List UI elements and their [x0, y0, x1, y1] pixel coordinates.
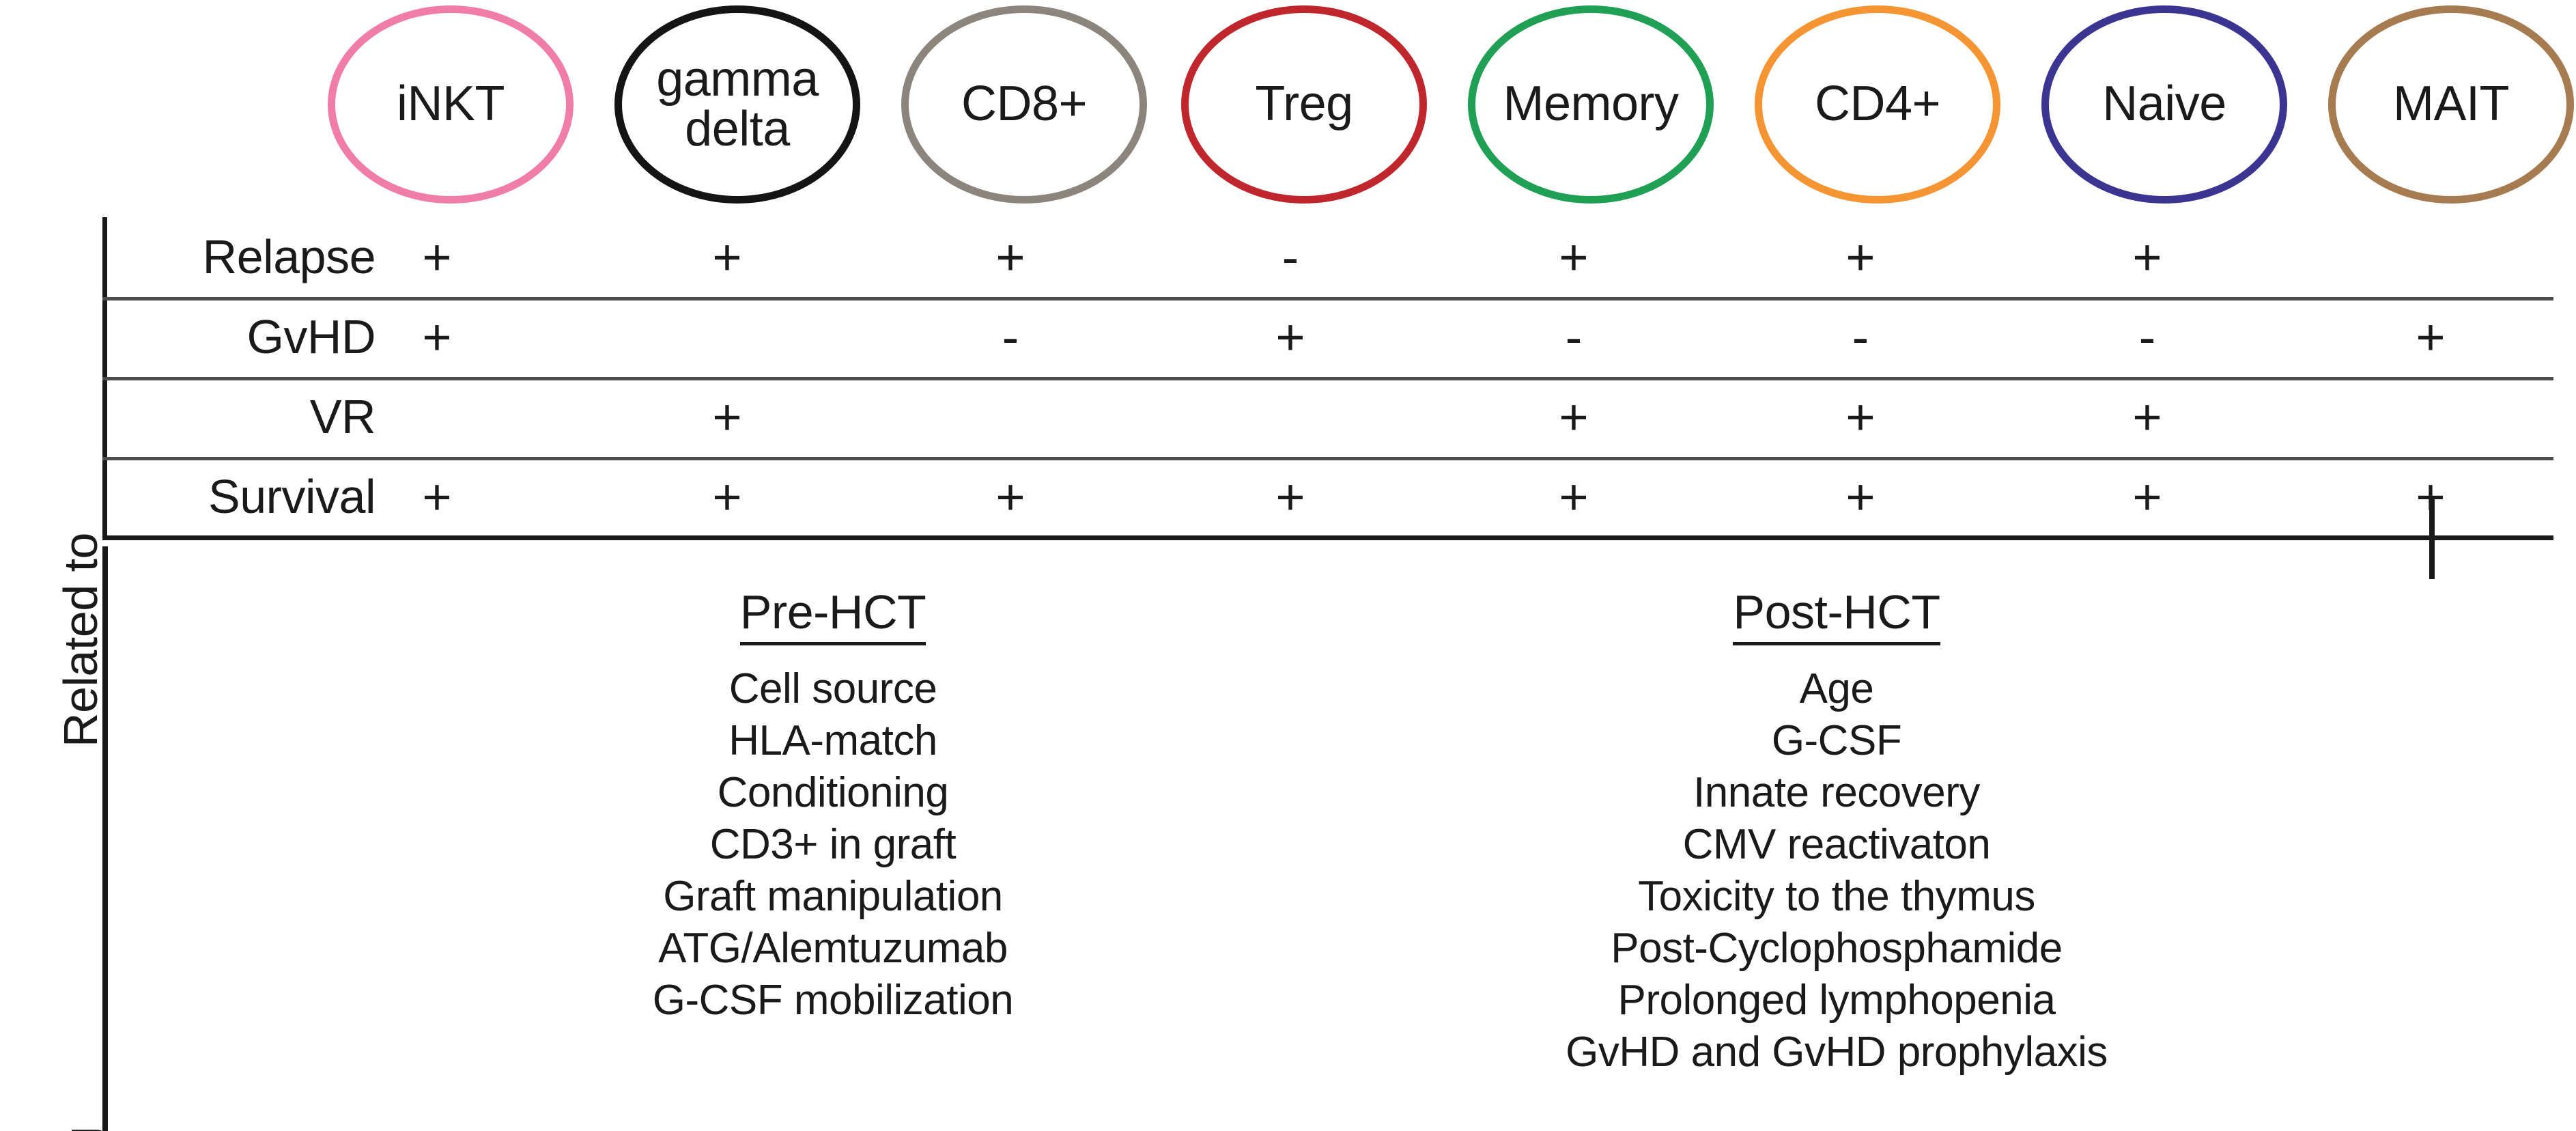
factor-item: G-CSF	[1771, 717, 1902, 764]
table-row-label: Relapse	[202, 230, 376, 283]
table-row: VR + + + +	[102, 377, 2553, 457]
factor-item: G-CSF mobilization	[652, 977, 1014, 1024]
factor-item: CD3+ in graft	[709, 821, 957, 868]
table-cell-mark: +	[712, 389, 742, 445]
table-cell-mark: +	[422, 229, 452, 285]
table-cell-mark: +	[2132, 389, 2162, 445]
table-row-divider	[102, 377, 2553, 380]
table-cell-mark: +	[1275, 309, 1305, 365]
factor-item: CMV reactivaton	[1682, 821, 1991, 868]
table-row-label: Survival	[208, 470, 376, 523]
cell-type-circle-row: iNKT gamma delta CD8+ Treg Memory CD4+ Naive MA…	[328, 5, 2576, 210]
relation-table: Relapse + + + - + + + GvHD + - + - - - + VR + + + + Survival +…	[102, 217, 2553, 579]
factor-item: Prolonged lymphopenia	[1617, 977, 2056, 1024]
table-row-divider	[102, 457, 2553, 460]
factor-item: Conditioning	[717, 769, 949, 816]
table-right-end-tick	[2429, 497, 2435, 579]
cell-type-label: Treg	[1255, 76, 1353, 132]
table-cell-mark: -	[2138, 309, 2156, 365]
factor-item: Age	[1799, 665, 1874, 712]
table-cell-mark: -	[1002, 309, 1019, 365]
cell-type-label: MAIT	[2393, 76, 2509, 132]
table-cell-mark: +	[1559, 389, 1589, 445]
cell-type-circle: Memory	[1468, 5, 1714, 204]
factors-pre-hct-title: Pre-HCT	[739, 585, 926, 645]
table-cell-mark: +	[2132, 229, 2162, 285]
table-cell-mark: +	[2416, 309, 2446, 365]
axis-label-factors-affecting: Factors affecting	[53, 1127, 108, 1131]
cell-type-label: iNKT	[397, 76, 505, 132]
table-cell-mark: +	[712, 469, 742, 525]
table-cell-mark: +	[1275, 469, 1305, 525]
cell-type-label: Naive	[2102, 76, 2226, 132]
table-row-label: GvHD	[246, 310, 376, 363]
cell-type-label: CD4+	[1814, 76, 1941, 132]
cell-type-label: CD8+	[961, 76, 1088, 132]
table-cell-mark: +	[422, 309, 452, 365]
factors-post-hct-title: Post-HCT	[1733, 585, 1940, 645]
factor-item: Innate recovery	[1693, 769, 1980, 816]
table-cell-mark: +	[995, 469, 1025, 525]
table-bottom-border	[102, 535, 2553, 540]
factor-item: GvHD and GvHD prophylaxis	[1566, 1029, 2108, 1076]
table-cell-mark: +	[995, 229, 1025, 285]
table-row: Relapse + + + - + + +	[102, 217, 2553, 297]
table-cell-mark: -	[1852, 309, 1869, 365]
table-row-label: VR	[309, 390, 376, 443]
cell-type-circle: Treg	[1181, 5, 1427, 204]
factor-item: ATG/Alemtuzumab	[658, 925, 1008, 972]
table-row: GvHD + - + - - - +	[102, 297, 2553, 377]
axis-label-related-to: Related to	[54, 533, 107, 748]
table-row: Survival++++++++	[102, 457, 2553, 537]
table-cell-mark: +	[712, 229, 742, 285]
table-cell-mark: +	[1559, 469, 1589, 525]
table-cell-mark: +	[1845, 229, 1876, 285]
cell-type-circle: CD4+	[1755, 5, 2000, 204]
table-cell-mark: -	[1565, 309, 1583, 365]
cell-type-circle: MAIT	[2328, 5, 2574, 204]
table-cell-mark: +	[1845, 469, 1876, 525]
factors-left-border	[102, 546, 108, 1131]
cell-type-label: gamma delta	[656, 51, 819, 156]
table-cell-mark: +	[2132, 469, 2162, 525]
cell-type-circle: Naive	[2041, 5, 2287, 204]
table-cell-mark: -	[1282, 229, 1299, 285]
table-cell-mark: +	[1845, 389, 1876, 445]
cell-type-label: Memory	[1503, 76, 1679, 132]
table-cell-mark: +	[422, 469, 452, 525]
table-cell-mark: +	[1559, 229, 1589, 285]
factor-item: HLA-match	[728, 717, 937, 764]
table-row-divider	[102, 297, 2553, 301]
factor-item: Graft manipulation	[663, 873, 1003, 920]
factor-item: Cell source	[728, 665, 937, 712]
cell-type-circle: CD8+	[901, 5, 1147, 204]
cell-type-circle: gamma delta	[614, 5, 860, 204]
cell-type-circle: iNKT	[328, 5, 574, 204]
factor-item: Post-Cyclophosphamide	[1611, 925, 2063, 972]
factor-item: Toxicity to the thymus	[1638, 873, 2035, 920]
